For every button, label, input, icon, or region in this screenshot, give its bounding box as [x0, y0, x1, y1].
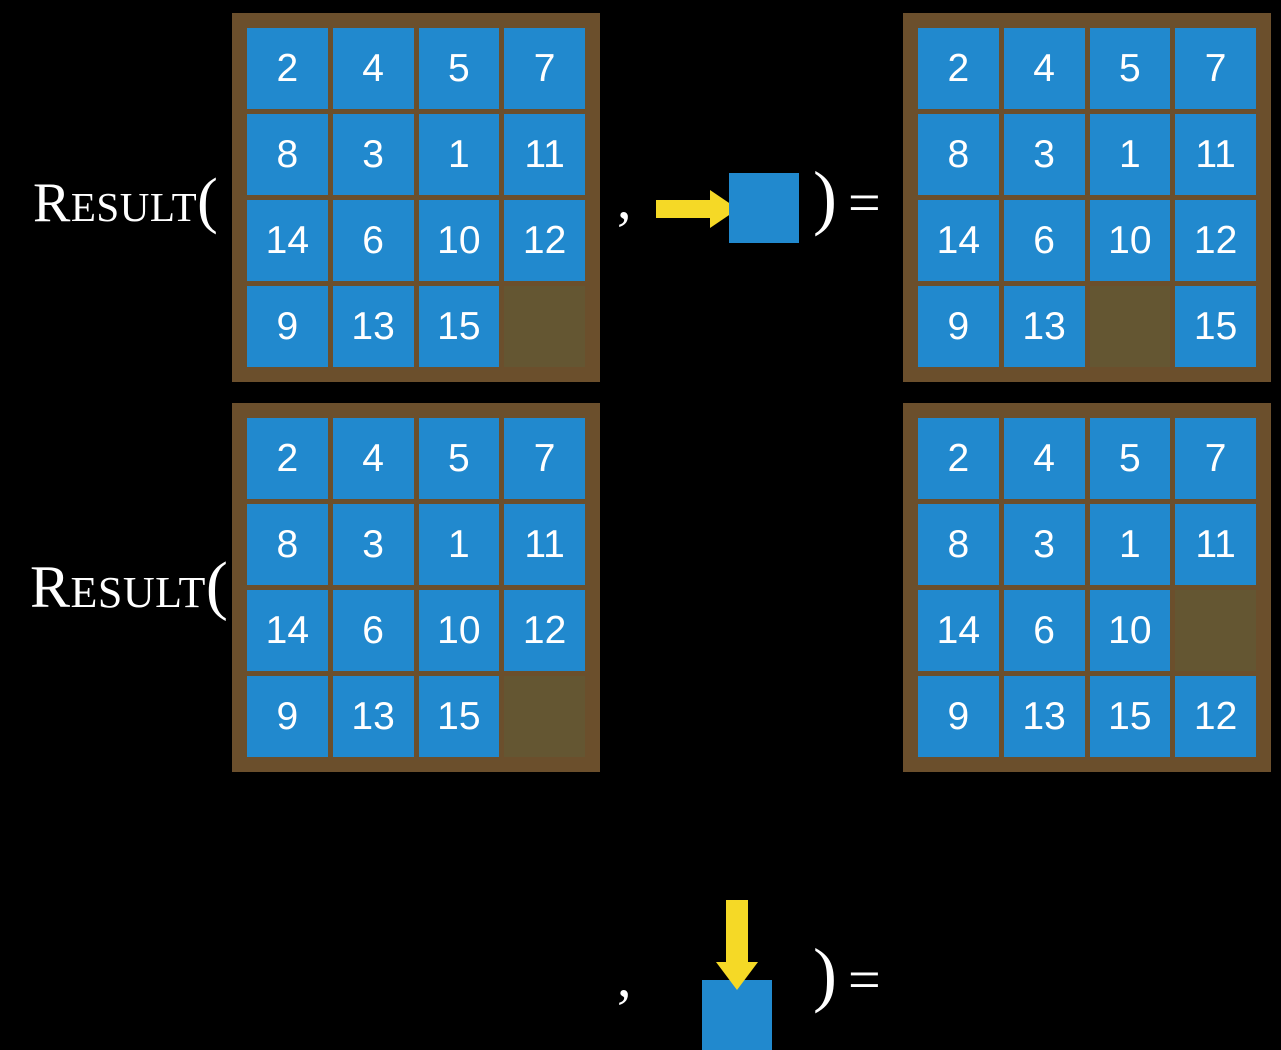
tile[interactable]: 7	[504, 28, 585, 109]
tile[interactable]: 8	[918, 504, 999, 585]
tile[interactable]: 2	[918, 28, 999, 109]
tile[interactable]: 11	[504, 114, 585, 195]
tile[interactable]: 3	[332, 114, 414, 195]
tile[interactable]: 13	[332, 286, 414, 367]
empty-cell	[1089, 286, 1171, 367]
tile[interactable]: 10	[418, 200, 500, 281]
tile[interactable]: 10	[1089, 200, 1171, 281]
row-move-down: RESULT( 2 4 5 7 8 3 1 11 14 6 10 12 9 13…	[0, 390, 1281, 1050]
tile[interactable]: 15	[418, 286, 500, 367]
arrow-down-icon	[716, 900, 758, 990]
tile[interactable]: 11	[1175, 114, 1256, 195]
empty-cell	[1175, 590, 1256, 671]
tile[interactable]: 13	[1003, 676, 1085, 757]
tile[interactable]: 4	[1003, 28, 1085, 109]
input-board-top: 2 4 5 7 8 3 1 11 14 6 10 12 9 13 15	[232, 13, 600, 382]
tile[interactable]: 10	[418, 590, 500, 671]
result-initial-letter: R	[30, 554, 71, 620]
tile[interactable]: 14	[247, 200, 328, 281]
tile[interactable]: 1	[418, 114, 500, 195]
output-board-top: 2 4 5 7 8 3 1 11 14 6 10 12 9 13 15	[903, 13, 1271, 382]
tile[interactable]: 12	[1175, 200, 1256, 281]
tile[interactable]: 12	[1175, 676, 1256, 757]
tile[interactable]: 5	[418, 418, 500, 499]
tile[interactable]: 11	[504, 504, 585, 585]
arrow-right-icon	[656, 190, 738, 228]
tile[interactable]: 5	[418, 28, 500, 109]
tile[interactable]: 7	[1175, 418, 1256, 499]
result-initial-letter: R	[33, 172, 71, 234]
tile[interactable]: 9	[247, 286, 328, 367]
tile[interactable]: 7	[1175, 28, 1256, 109]
tile[interactable]: 3	[1003, 114, 1085, 195]
open-paren: (	[197, 167, 219, 235]
empty-cell	[504, 286, 585, 367]
output-board-bottom: 2 4 5 7 8 3 1 11 14 6 10 9 13 15 12	[903, 403, 1271, 772]
tile[interactable]: 14	[247, 590, 328, 671]
tile[interactable]: 9	[918, 286, 999, 367]
equals-sign-top: =	[848, 170, 881, 235]
tile[interactable]: 4	[1003, 418, 1085, 499]
row-move-right: RESULT( 2 4 5 7 8 3 1 11 14 6 10 12 9 13…	[0, 0, 1281, 390]
tile[interactable]: 6	[1003, 590, 1085, 671]
result-label-top: RESULT(	[33, 170, 218, 232]
tile[interactable]: 1	[418, 504, 500, 585]
tile[interactable]: 7	[504, 418, 585, 499]
equals-sign-bottom: =	[848, 947, 881, 1012]
tile[interactable]: 13	[1003, 286, 1085, 367]
open-paren: (	[205, 549, 229, 622]
tile[interactable]: 13	[332, 676, 414, 757]
tile[interactable]: 11	[1175, 504, 1256, 585]
tile[interactable]: 10	[1089, 590, 1171, 671]
tile[interactable]: 4	[332, 418, 414, 499]
tile[interactable]: 8	[247, 114, 328, 195]
empty-cell	[504, 676, 585, 757]
tile[interactable]: 4	[332, 28, 414, 109]
comma-separator-top: ,	[617, 166, 632, 231]
tile[interactable]: 8	[247, 504, 328, 585]
input-board-bottom: 2 4 5 7 8 3 1 11 14 6 10 12 9 13 15	[232, 403, 600, 772]
move-down-square[interactable]	[702, 980, 772, 1050]
tile[interactable]: 1	[1089, 114, 1171, 195]
tile[interactable]: 2	[247, 418, 328, 499]
tile[interactable]: 9	[247, 676, 328, 757]
tile[interactable]: 3	[1003, 504, 1085, 585]
tile[interactable]: 15	[1175, 286, 1256, 367]
comma-separator-bottom: ,	[617, 944, 632, 1009]
result-remaining-letters: ESULT	[70, 568, 206, 617]
tile[interactable]: 12	[504, 200, 585, 281]
close-paren-top: )	[813, 157, 837, 237]
tile[interactable]: 1	[1089, 504, 1171, 585]
tile[interactable]: 12	[504, 590, 585, 671]
tile[interactable]: 2	[918, 418, 999, 499]
tile[interactable]: 15	[418, 676, 500, 757]
tile[interactable]: 14	[918, 590, 999, 671]
result-label-bottom: RESULT(	[30, 553, 228, 619]
tile[interactable]: 14	[918, 200, 999, 281]
move-right-square[interactable]	[729, 173, 799, 243]
result-remaining-letters: ESULT	[70, 184, 198, 230]
tile[interactable]: 9	[918, 676, 999, 757]
tile[interactable]: 2	[247, 28, 328, 109]
tile[interactable]: 6	[332, 590, 414, 671]
tile[interactable]: 5	[1089, 418, 1171, 499]
close-paren-bottom: )	[813, 934, 837, 1014]
tile[interactable]: 5	[1089, 28, 1171, 109]
tile[interactable]: 6	[332, 200, 414, 281]
tile[interactable]: 15	[1089, 676, 1171, 757]
tile[interactable]: 8	[918, 114, 999, 195]
tile[interactable]: 3	[332, 504, 414, 585]
tile[interactable]: 6	[1003, 200, 1085, 281]
